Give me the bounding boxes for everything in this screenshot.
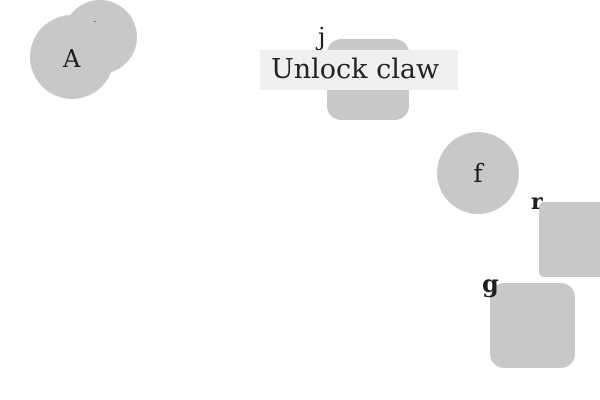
- token-f-label: f: [473, 158, 483, 188]
- tile-g-label: g: [482, 269, 499, 298]
- tile-r-label: r: [531, 189, 543, 215]
- action-tooltip: Unlock claw: [260, 50, 458, 90]
- tile-j-label: j: [318, 23, 326, 51]
- tile-g[interactable]: [490, 283, 575, 368]
- tile-r[interactable]: [539, 202, 600, 277]
- token-a[interactable]: A: [30, 15, 114, 99]
- token-a-label: A: [63, 45, 81, 73]
- token-f[interactable]: f: [437, 132, 519, 214]
